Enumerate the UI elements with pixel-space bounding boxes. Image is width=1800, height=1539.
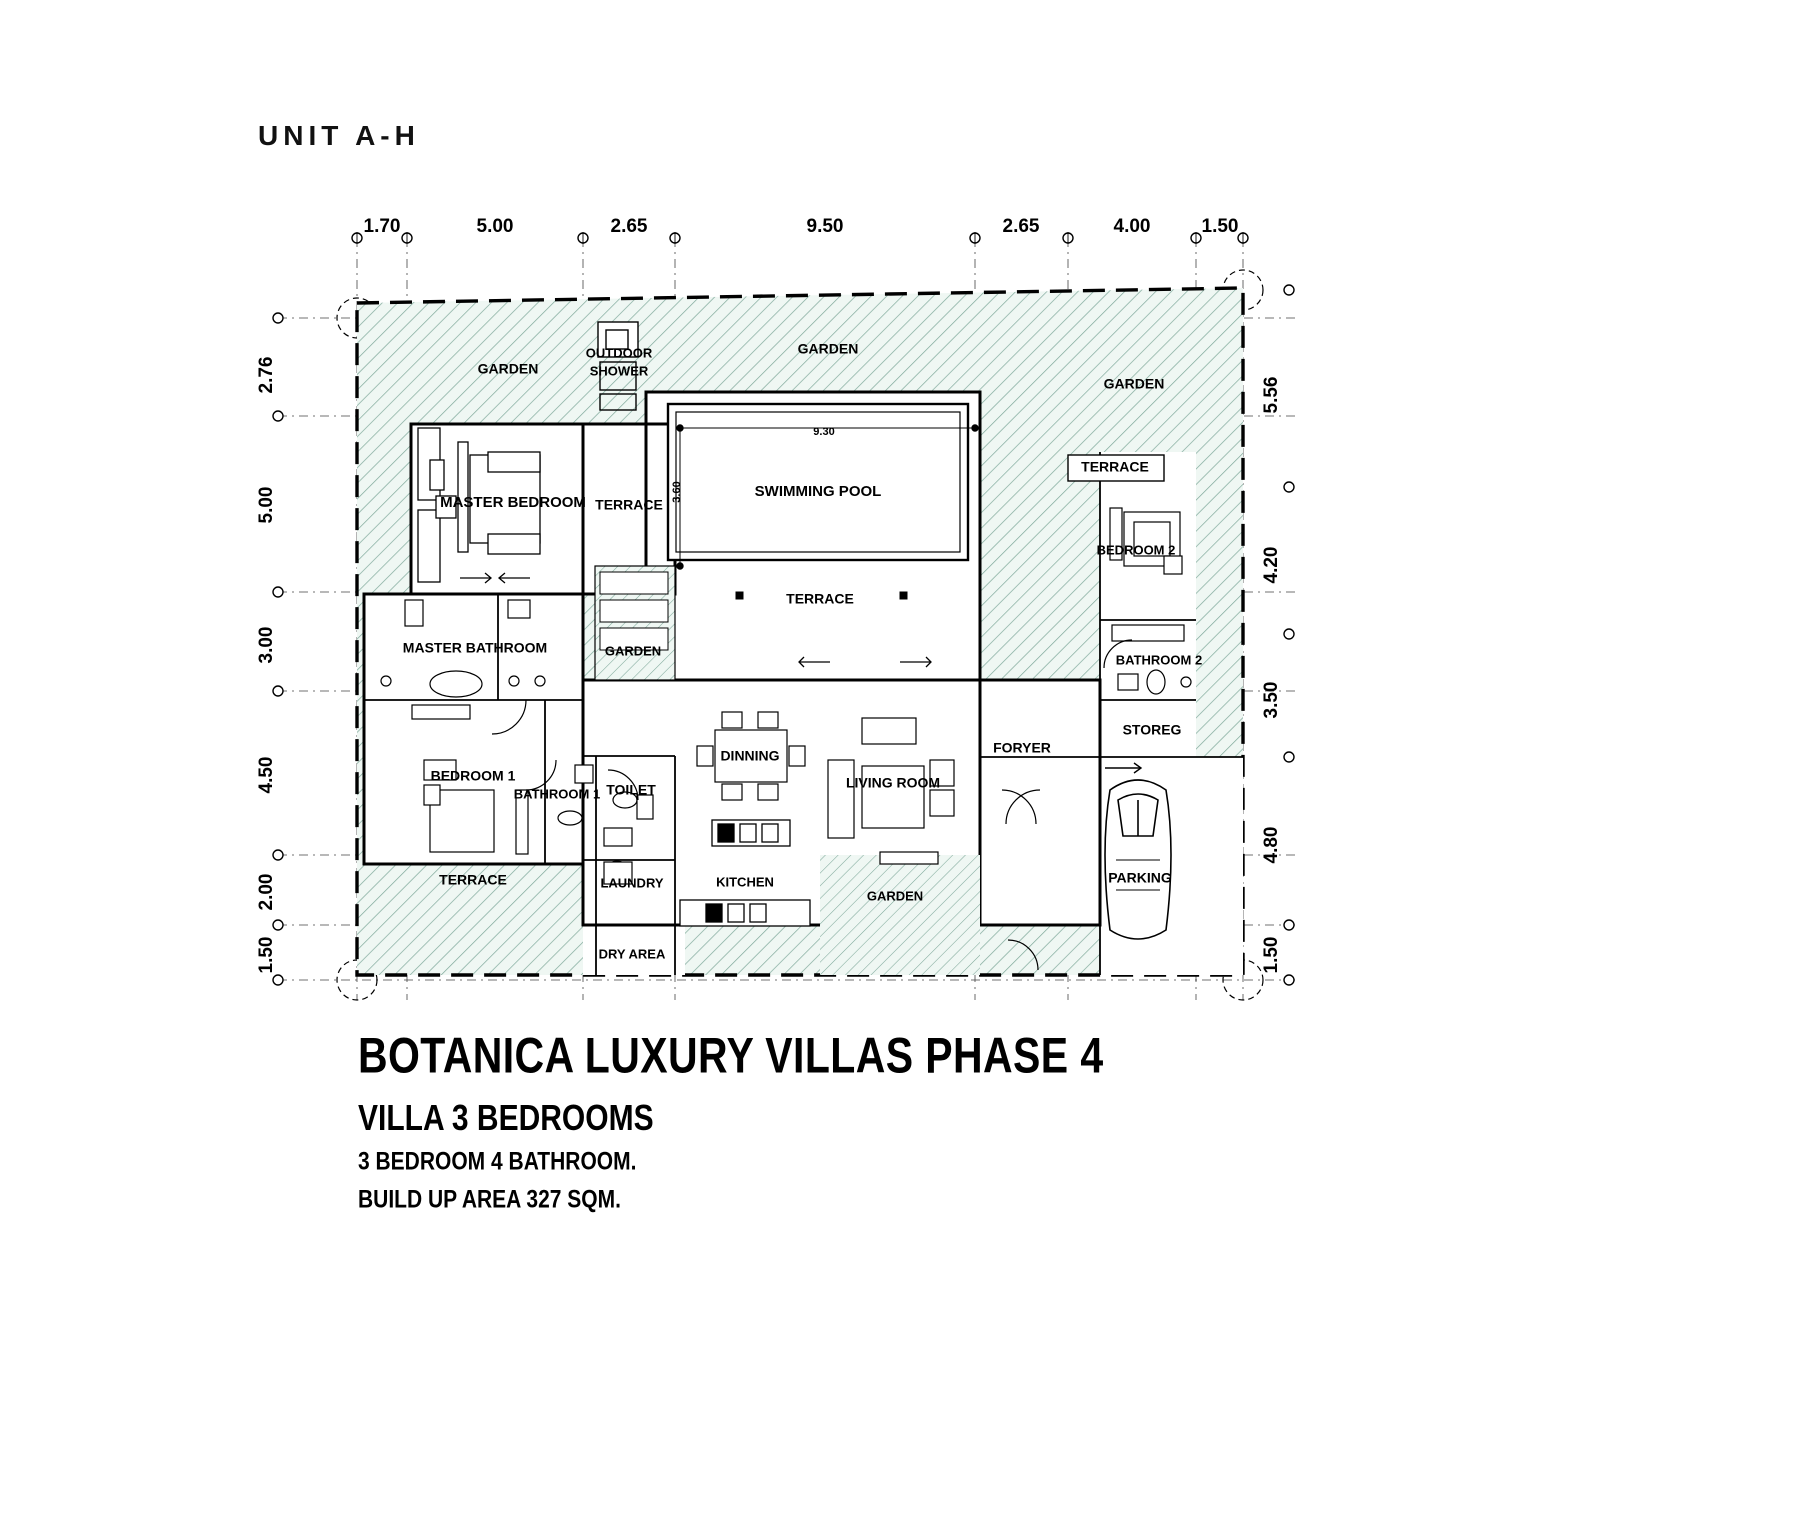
label-storeg: STOREG: [1123, 722, 1182, 738]
dim-top-2: 2.65: [611, 216, 648, 237]
bathroom2-fixtures: [1111, 624, 1192, 695]
dim-top-0: 1.70: [364, 216, 401, 237]
parking-arrow-icon: [1105, 762, 1143, 774]
project-title: BOTANICA LUXURY VILLAS PHASE 4: [358, 1027, 1104, 1084]
pool-width-label: 3.60: [671, 481, 683, 502]
label-parking: PARKING: [1108, 870, 1172, 886]
label-swimming-pool: SWIMMING POOL: [755, 483, 882, 500]
dim-left-2: 3.00: [256, 627, 277, 664]
master-bathroom-fixtures: [380, 599, 546, 698]
living-room-furniture: [827, 717, 955, 865]
label-bedroom-2: BEDROOM 2: [1097, 542, 1176, 557]
label-master-bedroom: MASTER BEDROOM: [440, 494, 586, 511]
label-terrace-bot-left: TERRACE: [439, 872, 507, 888]
dim-top-6: 1.50: [1202, 216, 1239, 237]
label-living-room: LIVING ROOM: [846, 775, 940, 791]
dim-top-1: 5.00: [477, 216, 514, 237]
label-outdoor-shower-line2: SHOWER: [590, 363, 649, 378]
label-dry-area: DRY AREA: [599, 946, 666, 961]
label-dinning: DINNING: [720, 748, 779, 764]
interior-walls: [364, 452, 1243, 975]
label-terrace-main: TERRACE: [786, 591, 854, 607]
label-garden-top-right: GARDEN: [1104, 376, 1165, 392]
inner-garden-strip: [594, 565, 676, 681]
dimension-witness-lines: [356, 232, 1244, 244]
label-toilet: TOILET: [606, 782, 656, 798]
label-garden-bottom: GARDEN: [867, 888, 923, 903]
kitchen-fixtures: [679, 819, 811, 927]
dim-top-3: 9.50: [807, 216, 844, 237]
label-foryer: FORYER: [993, 740, 1051, 756]
swimming-pool: [666, 402, 970, 562]
villa-type: VILLA 3 BEDROOMS: [358, 1099, 654, 1139]
opening-arrows: [460, 572, 932, 668]
rooms-summary: 3 BEDROOM 4 BATHROOM.: [358, 1148, 637, 1176]
terrace-markers: [735, 591, 908, 600]
pool-dimension-lines: [676, 424, 979, 570]
label-master-bathroom: MASTER BATHROOM: [403, 640, 547, 656]
pool-length-label: 9.30: [813, 426, 834, 438]
page-title: UNIT A-H: [258, 120, 420, 151]
car-icon: [1104, 779, 1172, 940]
dim-right-0: 5.56: [1261, 377, 1282, 414]
area-summary: BUILD UP AREA 327 SQM.: [358, 1186, 621, 1214]
dim-right-4: 1.50: [1261, 937, 1282, 974]
label-garden-mid-left: GARDEN: [605, 643, 661, 658]
label-outdoor-shower-line1: OUTDOOR: [586, 345, 653, 360]
dim-right-3: 4.80: [1261, 827, 1282, 864]
label-bathroom-2: BATHROOM 2: [1116, 652, 1202, 667]
label-kitchen: KITCHEN: [716, 874, 774, 889]
dim-left-4: 2.00: [256, 874, 277, 911]
label-laundry: LAUNDRY: [600, 875, 663, 890]
title-block: BOTANICA LUXURY VILLAS PHASE 4 VILLA 3 B…: [358, 1027, 1258, 1213]
label-bedroom-1: BEDROOM 1: [431, 768, 516, 784]
label-terrace-right: TERRACE: [1081, 459, 1149, 475]
door-swings: [491, 639, 1133, 971]
label-garden-top-mid: GARDEN: [798, 341, 859, 357]
bathroom-toilet-fixtures: [557, 764, 654, 847]
master-bedroom-furniture: [417, 427, 541, 583]
dim-right-2: 3.50: [1261, 682, 1282, 719]
label-terrace-left: TERRACE: [595, 497, 663, 513]
dim-left-3: 4.50: [256, 757, 277, 794]
dim-left-0: 2.76: [256, 357, 277, 394]
laundry-fixtures: [603, 860, 633, 885]
label-bathroom-1: BATHROOM 1: [514, 786, 600, 801]
dim-left-1: 5.00: [256, 487, 277, 524]
label-garden-top-left: GARDEN: [478, 361, 539, 377]
terrace-right-box: [1067, 454, 1165, 482]
inner-garden-bottom: [820, 855, 980, 975]
dim-left-5: 1.50: [256, 937, 277, 974]
dimension-ticks-right: [1283, 284, 1295, 986]
site-boundary: [355, 286, 1245, 977]
dining-furniture: [696, 711, 806, 801]
dim-top-4: 2.65: [1003, 216, 1040, 237]
bedroom2-furniture: [1109, 507, 1183, 575]
dim-top-5: 4.00: [1114, 216, 1151, 237]
dim-right-1: 4.20: [1261, 547, 1282, 584]
bedroom1-furniture: [411, 704, 529, 855]
outdoor-shower-fixture: [597, 321, 639, 411]
dimension-ticks-left: [272, 312, 284, 986]
